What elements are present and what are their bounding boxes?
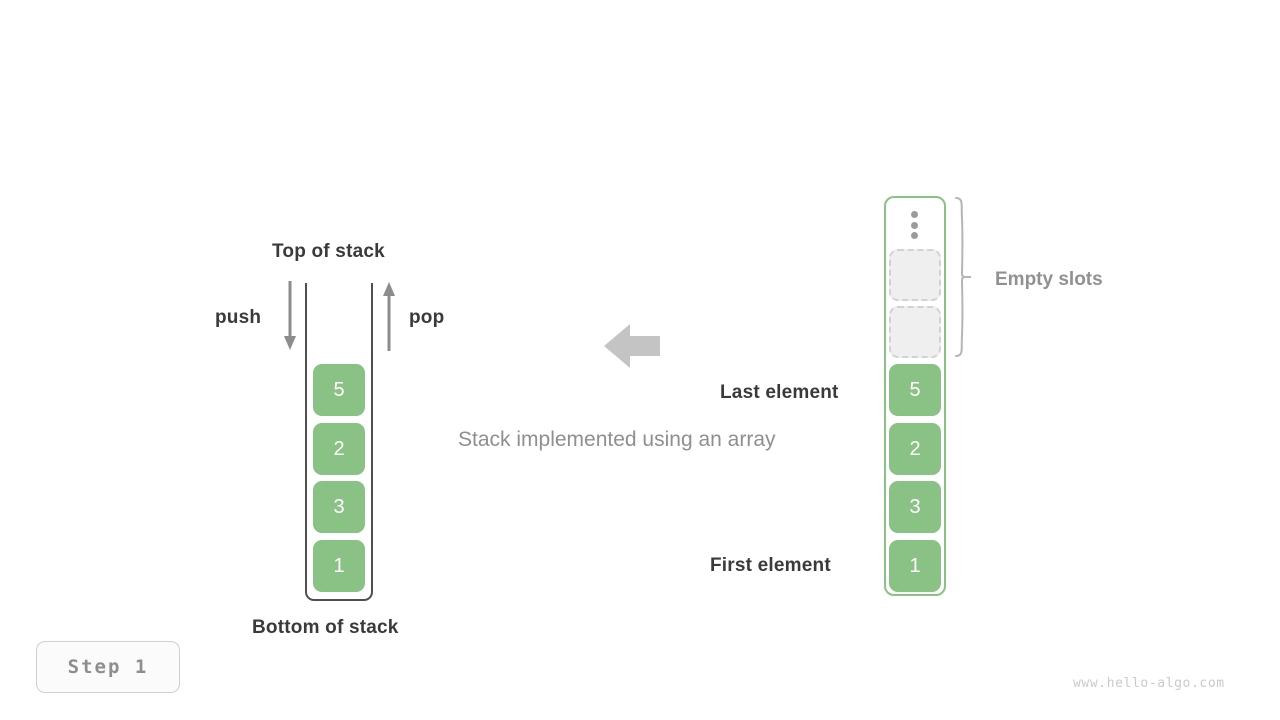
pop-label: pop (409, 307, 445, 328)
stack-cell: 5 (313, 364, 365, 416)
stack-cell: 3 (313, 481, 365, 533)
vertical-ellipsis-icon (910, 211, 918, 239)
diagram-caption: Stack implemented using an array (458, 428, 776, 451)
last-element-label: Last element (720, 382, 839, 403)
array-cell: 5 (889, 364, 941, 416)
push-label: push (215, 307, 262, 328)
pop-arrow-icon (383, 282, 395, 351)
push-arrow-icon (284, 281, 296, 350)
bottom-of-stack-label: Bottom of stack (252, 617, 399, 638)
ellipsis-dot (910, 211, 918, 218)
stack-cell: 2 (313, 423, 365, 475)
array-cell: 1 (889, 540, 941, 592)
array-cell: 2 (889, 423, 941, 475)
stack-cell: 1 (313, 540, 365, 592)
ellipsis-dot (910, 221, 918, 229)
first-element-label: First element (710, 555, 831, 576)
stack-container (305, 283, 373, 601)
left-pointing-arrow-icon (604, 324, 660, 368)
ellipsis-dot (910, 232, 918, 239)
empty-slots-brace (955, 197, 972, 357)
watermark: www.hello-algo.com (1073, 676, 1225, 691)
empty-slot (889, 306, 941, 358)
top-of-stack-label: Top of stack (272, 241, 385, 262)
step-badge: Step 1 (36, 641, 180, 693)
empty-slots-label: Empty slots (995, 269, 1103, 290)
array-cell: 3 (889, 481, 941, 533)
empty-slot (889, 249, 941, 301)
